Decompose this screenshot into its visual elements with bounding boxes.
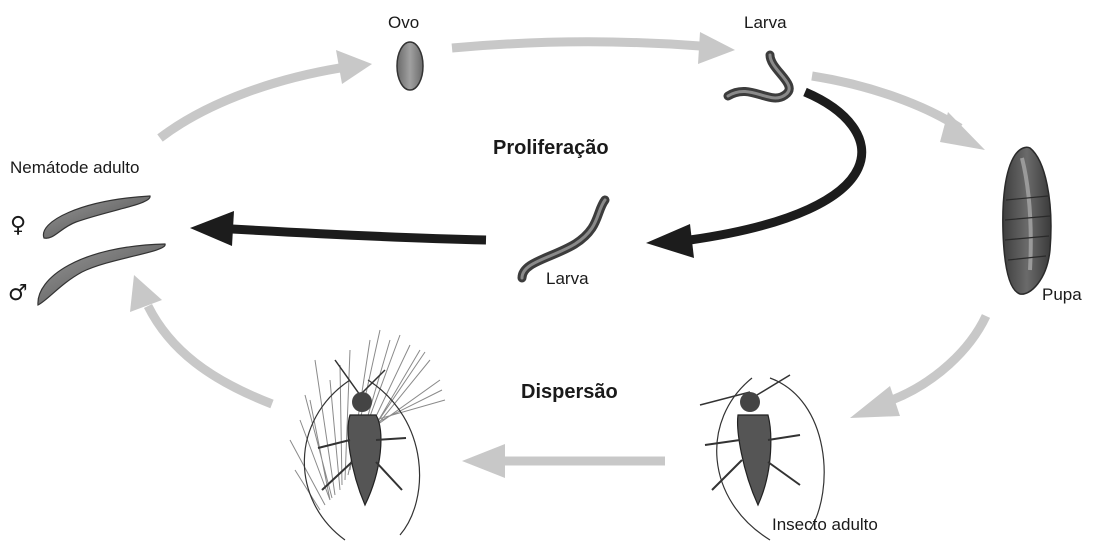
dispersal-insect-illustration: [290, 330, 445, 540]
pupa-illustration: [1003, 147, 1051, 294]
egg-illustration: [397, 42, 423, 90]
label-proliferation: Proliferação: [493, 137, 609, 159]
arrow-insect-to-dispersal-insect: [462, 444, 665, 478]
label-dispersal: Dispersão: [521, 381, 618, 403]
label-larva-top: Larva: [744, 13, 787, 32]
label-pupa: Pupa: [1042, 285, 1082, 304]
larva-center-illustration: [522, 200, 605, 278]
label-adult-nematode: Nemátode adulto: [10, 158, 139, 177]
label-adult-insect: Insecto adulto: [772, 515, 878, 534]
arrow-dispersal-to-adult: [130, 275, 272, 404]
arrow-pupa-to-insect: [850, 316, 986, 418]
arrow-center-larva-to-adult: [190, 211, 486, 246]
label-egg: Ovo: [388, 13, 419, 32]
female-symbol: ♀: [10, 213, 26, 238]
male-symbol: ♂: [8, 281, 28, 306]
female-nematode-illustration: [43, 196, 150, 238]
arrow-egg-to-larva: [452, 32, 735, 64]
arrow-adult-to-egg: [160, 50, 372, 138]
label-larva-center: Larva: [546, 269, 589, 288]
larva-top-illustration: [728, 55, 789, 98]
arrow-larva-to-center-larva: [646, 92, 862, 258]
